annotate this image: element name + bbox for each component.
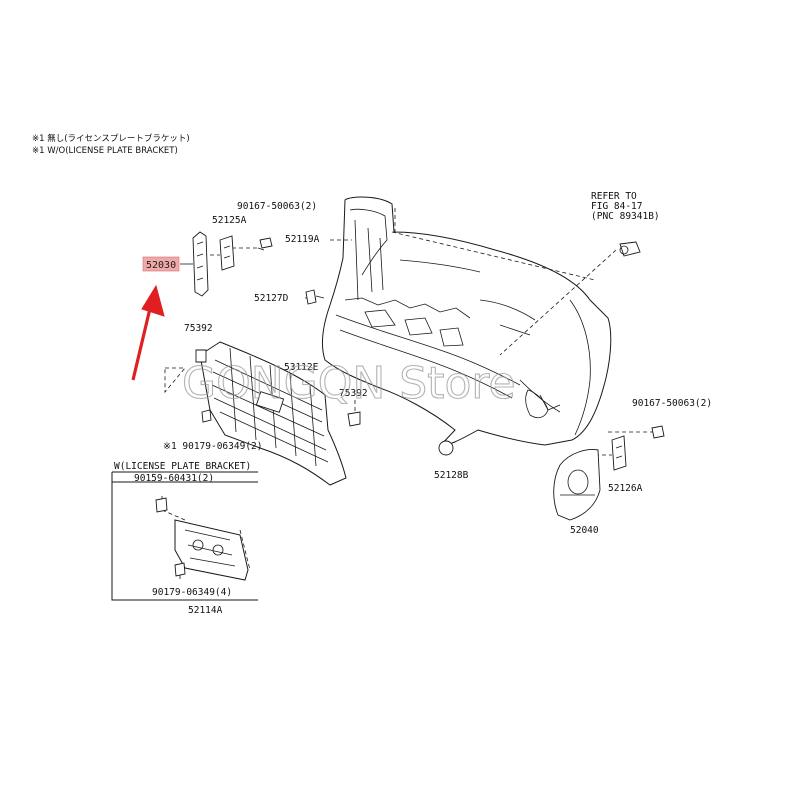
note-en: ※1 W/O(LICENSE PLATE BRACKET): [32, 146, 178, 156]
clip-52126a: [611, 435, 627, 471]
license-plate-group: [111, 471, 258, 601]
label-52119a: 52119A: [285, 234, 320, 245]
label-52125a: 52125A: [212, 215, 247, 226]
bracket-52030: [180, 231, 209, 297]
label-90179-bottom: 90179-06349(4): [152, 587, 232, 598]
clip-75392-left: [195, 349, 207, 363]
label-53112e: 53112E: [284, 362, 319, 373]
label-90167-right: 90167-50063(2): [632, 398, 712, 409]
label-90159: 90159-60431(2): [134, 473, 214, 484]
highlight-52030: 52030: [142, 256, 180, 272]
clip-52127d: [305, 289, 325, 305]
label-52127d: 52127D: [254, 293, 289, 304]
label-90179-top: ※1 90179-06349(2): [163, 441, 262, 452]
label-52128b: 52128B: [434, 470, 469, 481]
label-75392-left: 75392: [184, 323, 213, 334]
label-license-group: W(LICENSE PLATE BRACKET): [114, 461, 251, 472]
label-refer-2: FIG 84-17: [591, 201, 642, 212]
red-arrow: [131, 284, 165, 381]
fog-cover-52040: [553, 449, 601, 521]
clip-75392-right: [347, 411, 361, 427]
label-90167-top: 90167-50063(2): [237, 201, 317, 212]
bolt-90167-top: [257, 237, 273, 251]
sensor-89341b: [619, 241, 641, 257]
cap-52128b: [438, 440, 454, 456]
label-refer-3: (PNC 89341B): [591, 211, 660, 222]
note-jp: ※1 無し(ライセンスプレートブラケット): [32, 133, 190, 144]
bolt-90167-right: [651, 425, 665, 439]
grille-53112e: [199, 341, 347, 486]
bumper-cover-52119a: [322, 196, 612, 447]
label-52040: 52040: [570, 525, 599, 536]
label-52114a: 52114A: [188, 605, 223, 616]
label-52126a: 52126A: [608, 483, 643, 494]
highlight-box: [142, 256, 180, 272]
label-refer-1: REFER TO: [591, 191, 637, 202]
label-52030: 52030: [146, 260, 176, 271]
clip-52125a: [219, 235, 235, 271]
label-75392-right: 75392: [339, 388, 368, 399]
watermark-text: GONGQN Store: [182, 358, 516, 409]
nut-90179-top: [201, 409, 212, 423]
